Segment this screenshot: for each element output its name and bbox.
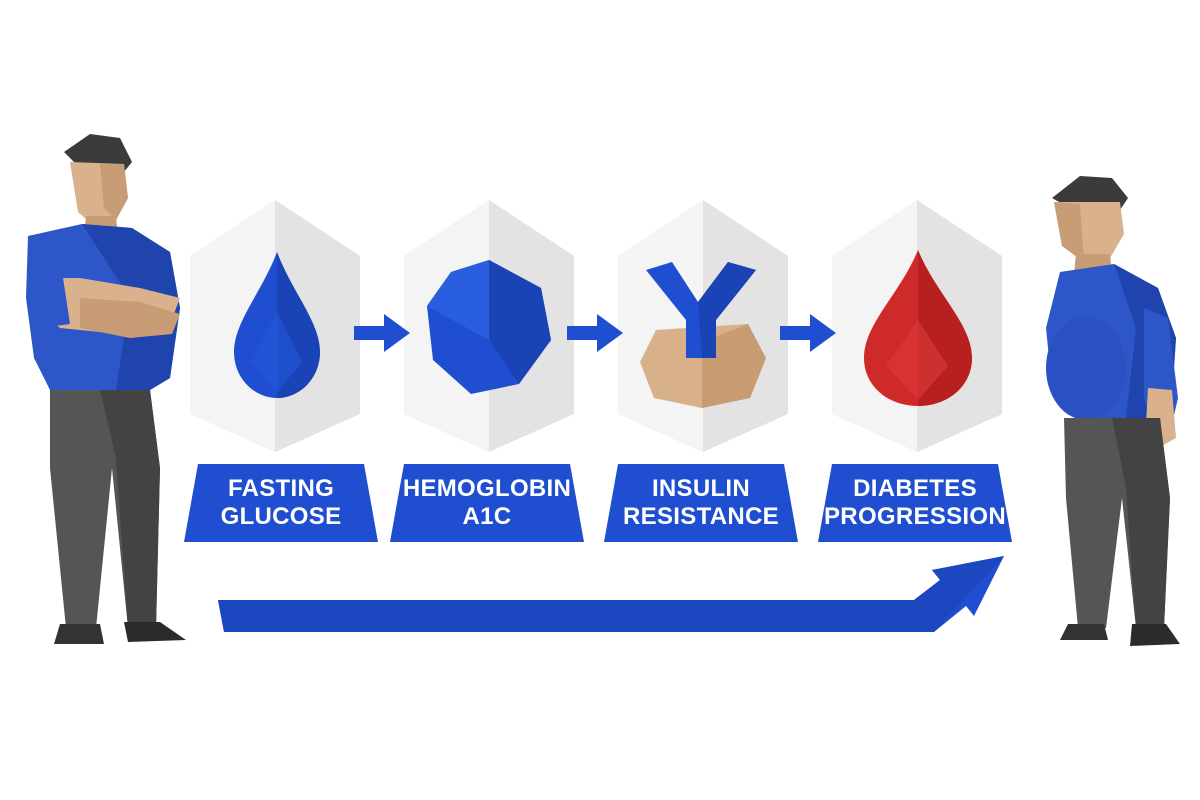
label-banner [818,464,1012,542]
stage-label-line: GLUCOSE [220,503,342,530]
arrow-right-icon [567,314,623,352]
healthy-man-icon [26,134,186,644]
stage-label-line: HEMOGLOBIN [402,475,572,502]
stage-label-diabetes-progression: DIABETES PROGRESSION [818,464,1012,542]
stage-label-insulin-resistance: INSULIN RESISTANCE [604,464,798,542]
label-banner [604,464,798,542]
stage-label-line: DIABETES [853,475,977,502]
label-banner [184,464,378,542]
stage-label-line: A1C [462,503,512,530]
arrow-right-icon [354,314,410,352]
stage-label-line: FASTING [227,475,335,502]
stage-label-hemoglobin-a1c: HEMOGLOBIN A1C [390,464,584,542]
glucose-drop-icon [234,252,320,398]
stage-label-fasting-glucose: FASTING GLUCOSE [184,464,378,542]
arrow-right-icon [780,314,836,352]
overweight-man-icon [1046,176,1180,646]
label-banner [390,464,584,542]
stage-label-line: RESISTANCE [623,503,779,530]
stage-label-line: PROGRESSION [824,503,1006,530]
hemoglobin-cell-icon [427,260,551,394]
insulin-receptor-icon [640,262,766,408]
blood-drop-icon [864,250,972,406]
progression-arrow-icon [218,556,1004,632]
stage-label-line: INSULIN [651,475,751,502]
